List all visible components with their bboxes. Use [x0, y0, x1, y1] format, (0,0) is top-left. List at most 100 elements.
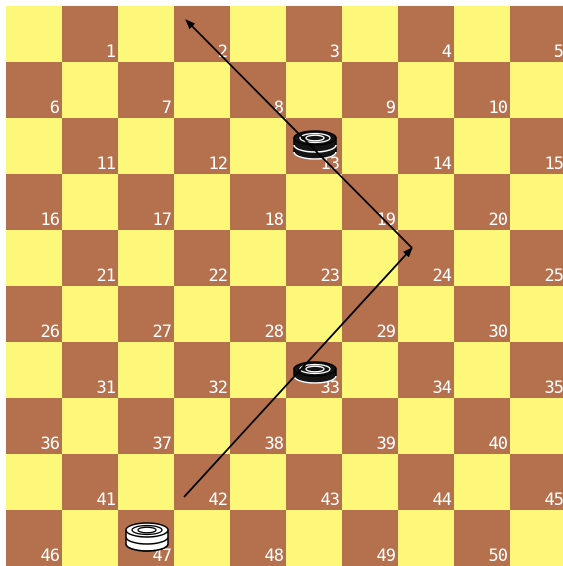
board-square-18[interactable]: 18 — [230, 174, 286, 230]
light-square — [230, 454, 286, 510]
board-square-16[interactable]: 16 — [6, 174, 62, 230]
square-number-label: 27 — [153, 324, 171, 341]
board-square-26[interactable]: 26 — [6, 286, 62, 342]
board-square-8[interactable]: 8 — [230, 62, 286, 118]
light-square — [230, 6, 286, 62]
board-square-13[interactable]: 13 — [286, 118, 342, 174]
square-number-label: 41 — [97, 492, 115, 509]
board-square-12[interactable]: 12 — [174, 118, 230, 174]
board-square-14[interactable]: 14 — [398, 118, 454, 174]
square-number-label: 18 — [265, 212, 283, 229]
board-square-36[interactable]: 36 — [6, 398, 62, 454]
square-number-label: 17 — [153, 212, 171, 229]
board-square-45[interactable]: 45 — [510, 454, 563, 510]
light-square — [510, 62, 563, 118]
board-square-24[interactable]: 24 — [398, 230, 454, 286]
square-number-label: 23 — [321, 268, 339, 285]
board-square-46[interactable]: 46 — [6, 510, 62, 566]
board-square-40[interactable]: 40 — [454, 398, 510, 454]
board-square-32[interactable]: 32 — [174, 342, 230, 398]
light-square — [286, 286, 342, 342]
board-square-30[interactable]: 30 — [454, 286, 510, 342]
board-square-7[interactable]: 7 — [118, 62, 174, 118]
square-number-label: 2 — [218, 44, 227, 61]
square-number-label: 6 — [50, 100, 59, 117]
black-man-piece[interactable] — [292, 350, 338, 386]
board-square-1[interactable]: 1 — [62, 6, 118, 62]
square-number-label: 7 — [162, 100, 171, 117]
board-square-41[interactable]: 41 — [62, 454, 118, 510]
board-square-20[interactable]: 20 — [454, 174, 510, 230]
board-square-2[interactable]: 2 — [174, 6, 230, 62]
light-square — [230, 118, 286, 174]
square-number-label: 50 — [489, 548, 507, 565]
board-square-37[interactable]: 37 — [118, 398, 174, 454]
board-square-5[interactable]: 5 — [510, 6, 563, 62]
board-square-10[interactable]: 10 — [454, 62, 510, 118]
board-square-3[interactable]: 3 — [286, 6, 342, 62]
board-square-31[interactable]: 31 — [62, 342, 118, 398]
square-number-label: 3 — [330, 44, 339, 61]
board-square-17[interactable]: 17 — [118, 174, 174, 230]
square-number-label: 30 — [489, 324, 507, 341]
board-square-42[interactable]: 42 — [174, 454, 230, 510]
board-square-43[interactable]: 43 — [286, 454, 342, 510]
light-square — [342, 230, 398, 286]
square-number-label: 37 — [153, 436, 171, 453]
board-square-47[interactable]: 47 — [118, 510, 174, 566]
light-square — [6, 118, 62, 174]
board-square-19[interactable]: 19 — [342, 174, 398, 230]
square-number-label: 14 — [433, 156, 451, 173]
square-number-label: 1 — [106, 44, 115, 61]
square-number-label: 36 — [41, 436, 59, 453]
board-square-27[interactable]: 27 — [118, 286, 174, 342]
square-number-label: 29 — [377, 324, 395, 341]
light-square — [286, 62, 342, 118]
board-square-23[interactable]: 23 — [286, 230, 342, 286]
board-square-50[interactable]: 50 — [454, 510, 510, 566]
square-number-label: 42 — [209, 492, 227, 509]
board-square-15[interactable]: 15 — [510, 118, 563, 174]
board-square-6[interactable]: 6 — [6, 62, 62, 118]
square-number-label: 19 — [377, 212, 395, 229]
square-number-label: 25 — [545, 268, 563, 285]
board-square-22[interactable]: 22 — [174, 230, 230, 286]
square-number-label: 20 — [489, 212, 507, 229]
board-square-21[interactable]: 21 — [62, 230, 118, 286]
light-square — [62, 174, 118, 230]
board-square-28[interactable]: 28 — [230, 286, 286, 342]
light-square — [62, 286, 118, 342]
board-square-29[interactable]: 29 — [342, 286, 398, 342]
black-king-piece[interactable] — [292, 126, 338, 162]
board-square-25[interactable]: 25 — [510, 230, 563, 286]
board-square-48[interactable]: 48 — [230, 510, 286, 566]
board-square-44[interactable]: 44 — [398, 454, 454, 510]
square-number-label: 24 — [433, 268, 451, 285]
square-number-label: 10 — [489, 100, 507, 117]
board-square-4[interactable]: 4 — [398, 6, 454, 62]
board-square-11[interactable]: 11 — [62, 118, 118, 174]
light-square — [6, 454, 62, 510]
board-square-49[interactable]: 49 — [342, 510, 398, 566]
square-number-label: 28 — [265, 324, 283, 341]
light-square — [6, 230, 62, 286]
light-square — [454, 6, 510, 62]
board-square-39[interactable]: 39 — [342, 398, 398, 454]
square-number-label: 4 — [442, 44, 451, 61]
square-number-label: 5 — [554, 44, 563, 61]
light-square — [6, 6, 62, 62]
light-square — [342, 454, 398, 510]
light-square — [118, 230, 174, 286]
board-square-33[interactable]: 33 — [286, 342, 342, 398]
light-square — [286, 174, 342, 230]
board-square-34[interactable]: 34 — [398, 342, 454, 398]
light-square — [286, 398, 342, 454]
square-number-label: 35 — [545, 380, 563, 397]
square-number-label: 46 — [41, 548, 59, 565]
light-square — [230, 230, 286, 286]
white-king-piece[interactable] — [124, 518, 170, 554]
board-square-9[interactable]: 9 — [342, 62, 398, 118]
square-number-label: 21 — [97, 268, 115, 285]
board-square-38[interactable]: 38 — [230, 398, 286, 454]
board-square-35[interactable]: 35 — [510, 342, 563, 398]
